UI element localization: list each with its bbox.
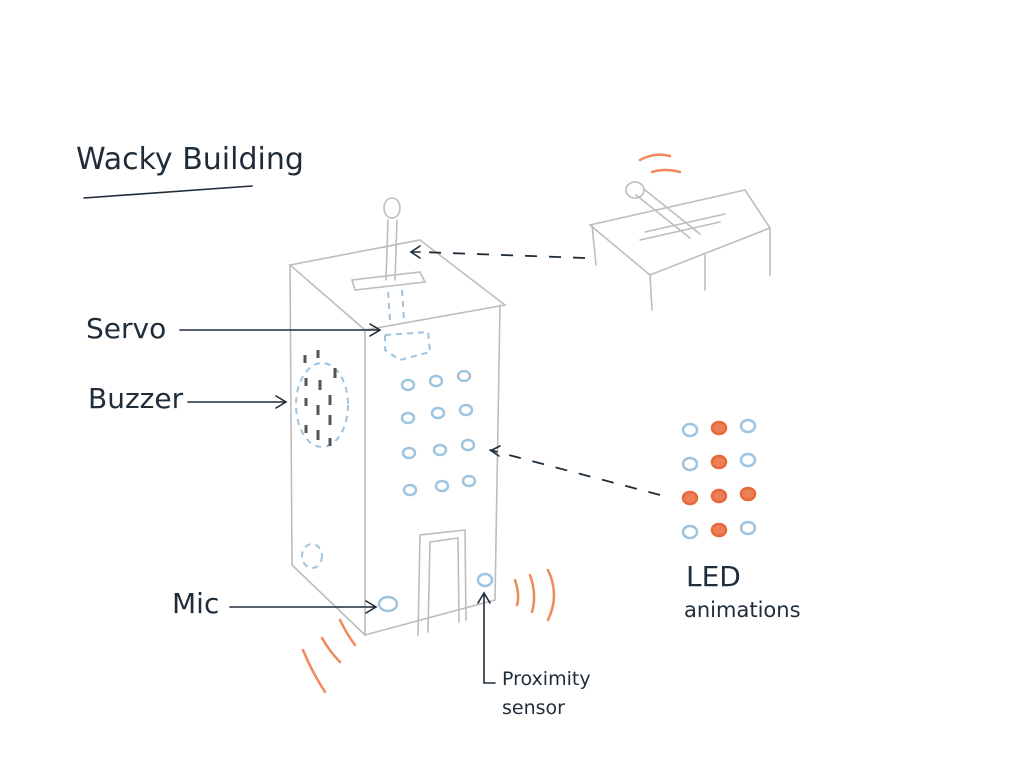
led-arrow xyxy=(489,449,661,496)
led-blue xyxy=(739,520,757,536)
mic-component xyxy=(377,595,399,613)
led-orange xyxy=(681,490,699,506)
proximity-arrow xyxy=(477,591,496,684)
building-sketch xyxy=(288,197,507,637)
label-animations: animations xyxy=(684,598,801,622)
sound-waves xyxy=(301,153,682,694)
led-orange xyxy=(710,522,728,538)
label-buzzer: Buzzer xyxy=(88,382,184,415)
led-orange xyxy=(710,420,728,436)
led-animation-grid xyxy=(681,418,757,540)
servo-arrow xyxy=(179,323,382,337)
led-orange xyxy=(710,488,728,504)
servo-detail-arrow xyxy=(419,251,586,259)
buzzer-arrow xyxy=(187,395,288,409)
mic-arrow xyxy=(229,600,378,614)
proximity-sensor-component xyxy=(476,572,494,588)
led-orange xyxy=(739,486,757,502)
led-blue xyxy=(681,456,699,472)
label-proximity: Proximity xyxy=(502,668,591,690)
led-orange xyxy=(710,454,728,470)
title-underline xyxy=(83,185,253,199)
page-title: Wacky Building xyxy=(76,142,304,177)
led-blue xyxy=(739,418,757,434)
label-mic: Mic xyxy=(172,587,220,620)
label-sensor: sensor xyxy=(502,697,565,719)
servo-detail-sketch xyxy=(588,181,772,311)
label-led: LED xyxy=(686,560,741,593)
building-led-grid xyxy=(400,369,477,497)
led-blue xyxy=(681,422,699,438)
led-blue xyxy=(739,452,757,468)
label-servo: Servo xyxy=(86,312,167,345)
led-blue xyxy=(681,524,699,540)
